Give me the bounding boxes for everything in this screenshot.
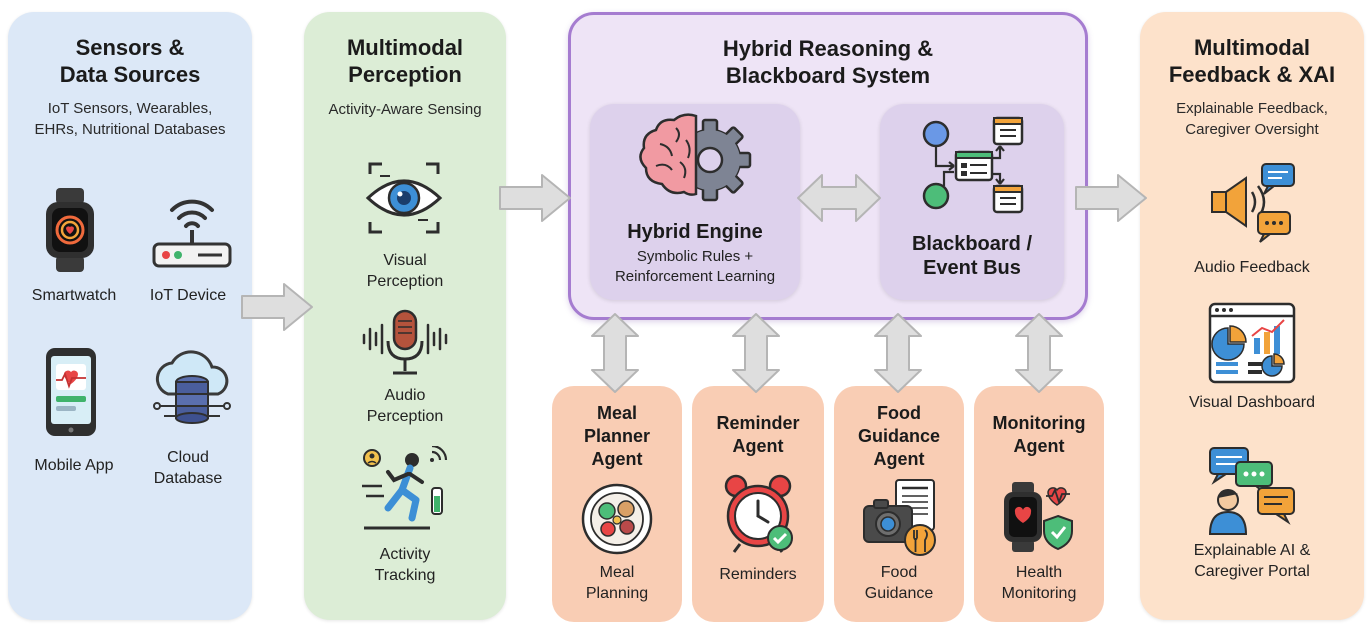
smartwatch-icon [46,188,94,272]
reminder-agent-title: Reminder Agent [716,413,800,456]
feedback-subtitle: Explainable Feedback, Caregiver Oversigh… [1176,100,1328,138]
monitoring-agent-title: Monitoring Agent [992,413,1086,456]
meal-planner-agent-card: Meal Planner Agent Meal Planning [552,386,682,622]
sensors-title: Sensors & Data Sources [59,35,201,87]
caregiver-chat-icon [1208,447,1295,535]
arrow-reasoning-reminder [732,313,780,393]
event-bus-icon [922,116,1024,214]
hybrid-engine-subtitle: Symbolic Rules + Reinforcement Learning [614,248,776,285]
mobile-app-label: Mobile App [34,457,114,474]
arrow-reasoning-meal-planner [591,313,639,393]
cloud-database-label: Cloud Database [153,449,223,487]
health-watch-icon [1004,482,1073,552]
microphone-icon [362,309,448,375]
sensors-panel: Sensors & Data Sources IoT Sensors, Wear… [8,12,252,620]
monitoring-agent-card: Monitoring Agent Health Monitoring [974,386,1104,622]
eye-icon [365,162,443,234]
visual-perception-label: Visual Perception [366,252,444,290]
audio-feedback-label: Audio Feedback [1194,259,1310,276]
arrow-sensors-to-perception [241,283,313,331]
arrow-reasoning-food-guidance [874,313,922,393]
hybrid-engine-title: Hybrid Engine [627,221,763,243]
food-guidance-label: Food Guidance [864,564,934,602]
speaker-chat-icon [1211,163,1295,243]
reminders-label: Reminders [719,566,797,583]
running-person-icon [362,446,448,530]
smartwatch-label: Smartwatch [31,287,117,304]
meal-plate-icon [581,483,653,555]
audio-perception-label: Audio Perception [366,387,444,425]
meal-planning-label: Meal Planning [585,564,649,602]
perception-title: Multimodal Perception [346,35,464,87]
perception-panel: Multimodal Perception Activity-Aware Sen… [304,12,506,620]
food-guidance-agent-title: Food Guidance Agent [857,403,941,469]
reasoning-panel: Hybrid Reasoning & Blackboard System [568,12,1088,320]
food-guidance-agent-card: Food Guidance Agent Food Guidance [834,386,964,622]
blackboard-title: Blackboard / Event Bus [911,233,1033,279]
visual-dashboard-label: Visual Dashboard [1188,394,1315,411]
arrow-reasoning-monitoring [1015,313,1063,393]
hybrid-engine-card: Hybrid Engine Symbolic Rules + Reinforce… [590,104,800,300]
arrow-engine-blackboard [797,174,881,222]
sensors-subtitle: IoT Sensors, Wearables, EHRs, Nutritiona… [34,100,226,138]
activity-tracking-label: Activity Tracking [374,546,436,584]
alarm-clock-icon [724,474,793,553]
arrow-perception-to-reasoning [499,174,571,222]
perception-subtitle: Activity-Aware Sensing [328,101,482,118]
camera-food-icon [863,479,936,556]
reminder-agent-card: Reminder Agent Reminders [692,386,824,622]
mobile-app-icon [46,348,96,436]
reasoning-title: Hybrid Reasoning & Blackboard System [722,36,934,88]
blackboard-card: Blackboard / Event Bus [880,104,1064,300]
caregiver-portal-label: Explainable AI & Caregiver Portal [1193,542,1311,580]
cloud-database-icon [153,350,231,424]
dashboard-icon [1208,302,1296,384]
health-monitoring-label: Health Monitoring [1001,564,1077,602]
feedback-title: Multimodal Feedback & XAI [1168,35,1336,87]
feedback-panel: Multimodal Feedback & XAI Explainable Fe… [1140,12,1364,620]
iot-device-label: IoT Device [149,287,227,304]
meal-planner-agent-title: Meal Planner Agent [583,403,651,469]
brain-gear-icon [639,113,752,202]
iot-device-icon [152,199,232,268]
arrow-reasoning-to-feedback [1075,174,1147,222]
